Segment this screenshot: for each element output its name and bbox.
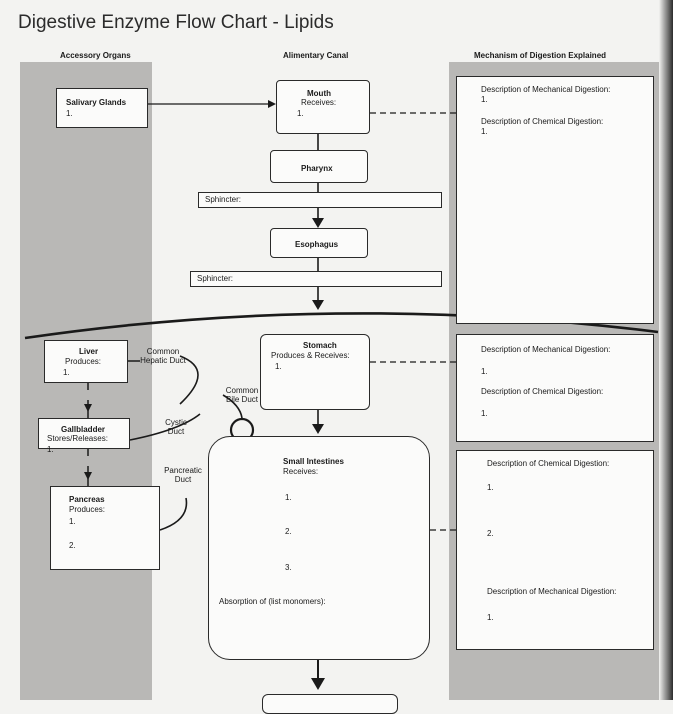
- mech3-chemical-label: Description of Chemical Digestion:: [487, 459, 610, 468]
- gallbladder-item: 1.: [47, 445, 54, 454]
- absorption-label: Absorption of (list monomers):: [219, 597, 326, 606]
- pancreatic-duct-label: Pancreatic Duct: [164, 466, 202, 485]
- pharynx-title: Pharynx: [301, 164, 333, 173]
- sphincter-label-2: Sphincter:: [197, 274, 234, 283]
- small-intestines-item-1: 1.: [285, 493, 292, 502]
- cystic-duct-label: Cystic Duct: [165, 418, 187, 437]
- mech2-chemical-label: Description of Chemical Digestion:: [481, 387, 604, 396]
- page-title: Digestive Enzyme Flow Chart - Lipids: [18, 12, 334, 33]
- small-intestines-title: Small Intestines: [283, 457, 344, 466]
- sphincter-bar-2: Sphincter:: [190, 271, 442, 287]
- mech3-item-2: 2.: [487, 529, 494, 538]
- stomach-title: Stomach: [303, 341, 337, 350]
- stomach-box: Stomach Produces & Receives: 1.: [260, 334, 370, 410]
- liver-item: 1.: [63, 368, 70, 377]
- mechanism-box-2: Description of Mechanical Digestion: 1. …: [456, 334, 654, 442]
- mech2-mechanical-label: Description of Mechanical Digestion:: [481, 345, 611, 354]
- mouth-receives: Receives:: [301, 98, 337, 107]
- mech3-item-1: 1.: [487, 483, 494, 492]
- small-intestines-item-2: 2.: [285, 527, 292, 536]
- mech3-mechanical-label: Description of Mechanical Digestion:: [487, 587, 617, 596]
- common-hepatic-duct-label: Common Hepatic Duct: [140, 347, 186, 366]
- stomach-item: 1.: [275, 362, 282, 371]
- header-accessory-organs: Accessory Organs: [60, 51, 131, 60]
- esophagus-box: Esophagus: [270, 228, 368, 258]
- liver-title: Liver: [79, 347, 99, 356]
- liver-box: Liver Produces: 1.: [44, 340, 128, 383]
- mechanism-box-1: Description of Mechanical Digestion: 1. …: [456, 76, 654, 324]
- mech1-chemical-label: Description of Chemical Digestion:: [481, 117, 604, 126]
- header-alimentary-canal: Alimentary Canal: [283, 51, 349, 60]
- mouth-box: Mouth Receives: 1.: [276, 80, 370, 134]
- pancreas-box: Pancreas Produces: 1. 2.: [50, 486, 160, 570]
- sphincter-bar-1: Sphincter:: [198, 192, 442, 208]
- pancreas-item-2: 2.: [69, 541, 76, 550]
- mech2-chemical-item: 1.: [481, 409, 488, 418]
- esophagus-title: Esophagus: [295, 240, 339, 249]
- salivary-glands-box: Salivary Glands 1.: [56, 88, 148, 128]
- salivary-glands-title: Salivary Glands: [66, 98, 127, 107]
- sphincter-label-1: Sphincter:: [205, 195, 242, 204]
- mech3-mechanical-item: 1.: [487, 613, 494, 622]
- pancreas-produces: Produces:: [69, 505, 106, 514]
- gallbladder-stores: Stores/Releases:: [47, 434, 108, 443]
- gallbladder-title: Gallbladder: [61, 425, 106, 434]
- next-organ-box: [262, 694, 398, 714]
- stomach-produces: Produces & Receives:: [271, 351, 350, 360]
- header-mechanism: Mechanism of Digestion Explained: [474, 51, 607, 60]
- mouth-title: Mouth: [307, 89, 331, 98]
- pancreas-item-1: 1.: [69, 517, 76, 526]
- common-bile-duct-label: Common Bile Duct: [225, 386, 259, 405]
- small-intestines-receives: Receives:: [283, 467, 319, 476]
- small-intestines-item-3: 3.: [285, 563, 292, 572]
- mech1-chemical-item: 1.: [481, 127, 488, 136]
- mech1-mechanical-item: 1.: [481, 95, 488, 104]
- mech1-mechanical-label: Description of Mechanical Digestion:: [481, 85, 611, 94]
- salivary-glands-item: 1.: [66, 109, 73, 118]
- small-intestines-box: Small Intestines Receives: 1. 2. 3. Abso…: [208, 436, 430, 660]
- pancreas-title: Pancreas: [69, 495, 105, 504]
- mechanism-box-3: Description of Chemical Digestion: 1. 2.…: [456, 450, 654, 650]
- mouth-item: 1.: [297, 109, 304, 118]
- gallbladder-box: Gallbladder Stores/Releases: 1.: [38, 418, 130, 454]
- pharynx-box: Pharynx: [270, 150, 368, 183]
- photo-edge: [659, 0, 673, 700]
- mech2-mechanical-item: 1.: [481, 367, 488, 376]
- liver-produces: Produces:: [65, 357, 102, 366]
